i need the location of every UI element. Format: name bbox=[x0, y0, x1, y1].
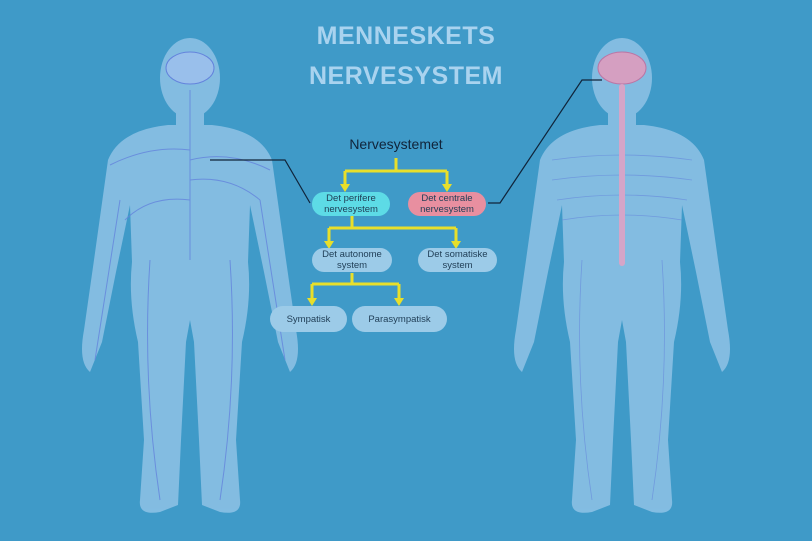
spinal-cord bbox=[619, 84, 625, 266]
right-body-figure bbox=[514, 38, 730, 513]
node-parasympathetic: Parasympatisk bbox=[352, 306, 447, 332]
title-line-1: MENNESKETS bbox=[316, 22, 496, 50]
arrowheads bbox=[307, 184, 461, 306]
left-body-figure bbox=[82, 38, 298, 513]
tree-arrows bbox=[310, 158, 458, 300]
title-line-2: NERVESYSTEM bbox=[309, 62, 503, 90]
node-somatic: Det somatiske system bbox=[418, 248, 497, 272]
tree-root-label: Nervesystemet bbox=[349, 136, 443, 152]
node-peripheral: Det perifere nervesystem bbox=[312, 192, 390, 216]
brain-icon bbox=[165, 51, 215, 85]
node-central: Det centrale nervesystem bbox=[408, 192, 486, 216]
connector-lines bbox=[210, 79, 602, 204]
node-sympathetic: Sympatisk bbox=[270, 306, 347, 332]
node-autonomic: Det autonome system bbox=[312, 248, 392, 272]
